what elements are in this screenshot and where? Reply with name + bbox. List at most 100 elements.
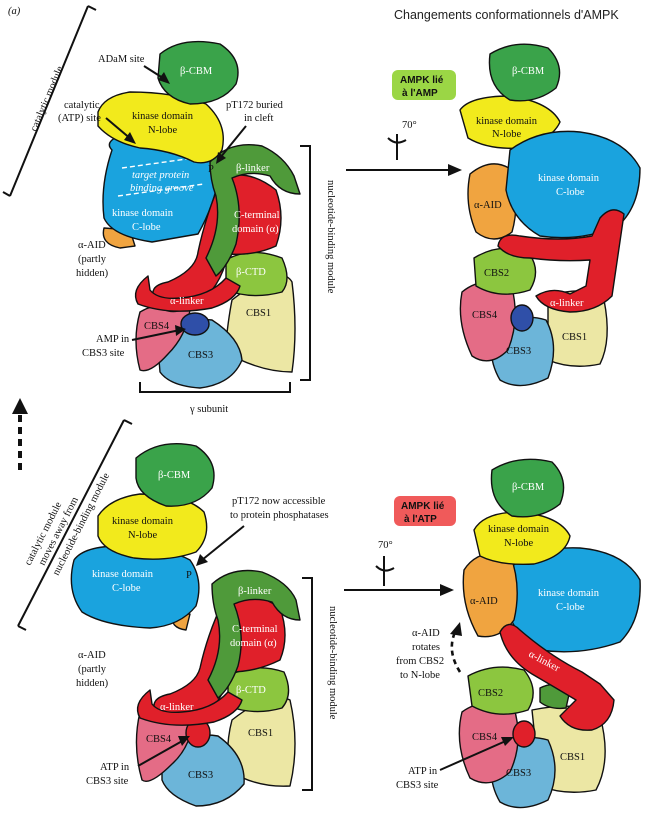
br-atp-label-1: ATP in [408,766,438,777]
br-rotate-label-1: α-AID [412,628,440,639]
amp-arrow [131,329,181,341]
br-cbs3-label: CBS3 [506,768,531,779]
br-atp-label-2: CBS3 site [396,780,439,791]
kinase-nlobe-domain [97,91,224,164]
transition-arrowhead-bottom [440,584,454,596]
amp-badge-line-1: AMPK lié [400,75,444,86]
br-rotate-dashed-arrow [450,629,462,673]
tr-aaid-domain [467,163,517,240]
bl-p-label: P [186,570,192,581]
figure-letter: (a) [8,6,21,17]
bl-cbs3-label: CBS3 [188,770,213,781]
catalytic-label-2: (ATP) site [58,113,101,124]
tr-nlobe-label-1: kinase domain [476,116,538,127]
br-clobe-label-2: C-lobe [556,602,585,613]
aaid-label-2: (partly [78,254,107,265]
nucleotide-binding-label: nucleotide-binding module [325,180,336,294]
bl-cbs4-label: CBS4 [146,734,172,745]
alpha-linker-domain [134,275,241,312]
panel-bottom-right: β-CBM kinase domain N-lobe kinase domain… [396,458,641,809]
br-aaid-label: α-AID [470,596,498,607]
catalytic-module-bracket [2,5,97,197]
nlobe-label-2: N-lobe [148,125,177,136]
bl-nucleotide-binding-label: nucleotide-binding module [327,606,338,720]
transition-arrowhead-top [448,164,462,176]
tr-nlobe-domain [459,95,561,149]
br-rotate-label-4: to N-lobe [400,670,440,681]
rotation-label-bottom: 70° [378,540,393,551]
groove-label-2: binding groove [130,183,194,194]
catalytic-arrowhead [124,132,136,144]
bl-nlobe-label-1: kinase domain [112,516,174,527]
amp-arrowhead [175,325,186,336]
br-alinker-domain [499,623,615,731]
bl-cbs1-label: CBS1 [248,728,273,739]
pt172-arrowhead [216,152,226,164]
gamma-subunit-bracket [139,382,291,393]
cbs1-label: CBS1 [246,308,271,319]
clobe-label-2: C-lobe [132,222,161,233]
groove-dash-bottom [117,183,205,197]
bl-atp-arrow [137,739,185,767]
amp-label-2: CBS3 site [82,348,125,359]
br-cbs4-label: CBS4 [472,732,498,743]
catalytic-label-1: catalytic [64,100,100,111]
br-cbs2-label: CBS2 [478,688,503,699]
amp-label-1: AMP in [96,334,130,345]
amp-badge [392,70,456,100]
bl-pt172-label-1: pT172 now accessible [232,496,326,507]
bl-cbm-domain [135,443,215,507]
p-label: P [208,164,214,175]
pt172-label-2: in cleft [244,113,274,124]
bl-pt172-arrow [201,525,245,561]
panel-top-right: β-CBM kinase domain N-lobe kinase domain… [459,43,641,387]
gamma-subunit-label: γ subunit [189,404,228,415]
nlobe-label-1: kinase domain [132,111,194,122]
br-nlobe-label-1: kinase domain [488,524,550,535]
tr-cbs3-label: CBS3 [506,346,531,357]
tr-cbs1-label: CBS1 [562,332,587,343]
tr-cbm-label: β-CBM [512,66,545,77]
br-rotate-label-3: from CBS2 [396,656,444,667]
move-arrowhead [12,398,28,414]
beta-linker-domain [205,144,301,277]
bctd-label: β-CTD [236,267,266,278]
bl-atp-arrowhead [178,736,190,746]
panel-top-left: catalytic module nucleotide-binding modu… [2,5,336,415]
rotation-label-top: 70° [402,120,417,131]
bl-pt172-label-2: to protein phosphatases [230,510,329,521]
rotation-arrow-bottom: AMPK lié à l'ATP 70° [344,496,456,596]
bl-clobe-label-2: C-lobe [112,583,141,594]
bl-aaid-label-3: hidden) [76,678,109,689]
tr-alinker-domain [497,209,625,313]
tr-aaid-label: α-AID [474,200,502,211]
br-atp-arrow [439,739,509,771]
bl-cterm-label-2: domain (α) [230,638,277,649]
groove-label-1: target protein [132,170,189,181]
adam-site-label: ADaM site [98,54,145,65]
aaid-label-1: α-AID [78,240,106,251]
pt172-label-1: pT172 buried [226,100,284,111]
cbm-label: β-CBM [180,66,213,77]
br-clobe-label-1: kinase domain [538,588,600,599]
bl-bctd-label: β-CTD [236,685,266,696]
blinker-label: β-linker [236,163,270,174]
br-atp-arrowhead [501,737,514,746]
bl-aaid-label-1: α-AID [78,650,106,661]
clobe-label-1: kinase domain [112,208,174,219]
br-cbm-domain [490,458,565,518]
atp-badge [394,496,456,526]
beta-cbm-domain [157,40,239,105]
nucleotide-binding-bracket [300,145,311,381]
cterm-label-2: domain (α) [232,224,279,235]
atp-badge-line-2: à l'ATP [404,514,437,525]
tr-amp-nucleotide [510,304,534,332]
tr-cbs2-label: CBS2 [484,268,509,279]
amp-badge-line-2: à l'AMP [402,88,438,99]
rotation-arrow-top: AMPK lié à l'AMP 70° [346,70,462,176]
cbs3-label: CBS3 [188,350,213,361]
br-nlobe-domain [473,511,571,566]
br-nlobe-label-2: N-lobe [504,538,533,549]
bl-nucleotide-binding-bracket [302,577,313,791]
